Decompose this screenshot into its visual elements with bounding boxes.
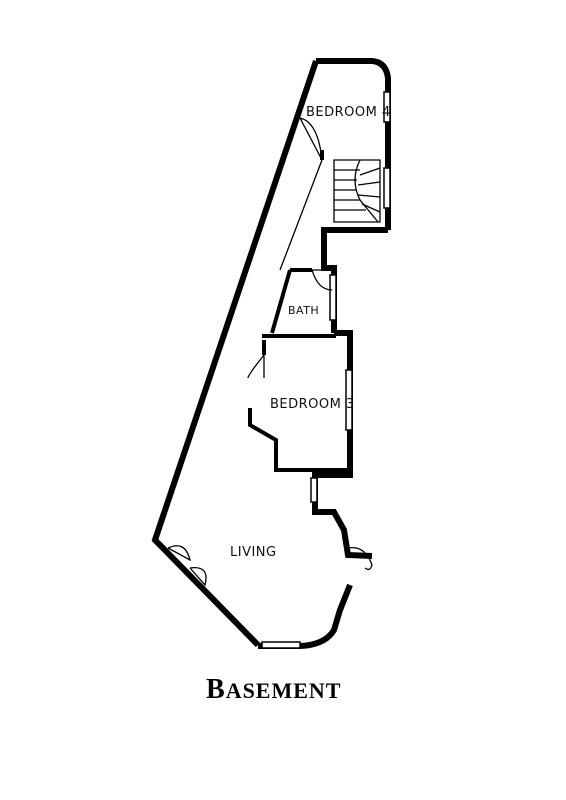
bath-left-wall — [270, 269, 292, 334]
door-bedroom3 — [247, 354, 265, 379]
living-bay-wall — [258, 583, 353, 649]
interior-walls — [248, 150, 350, 472]
plan-title-rest: ASEMENT — [226, 678, 342, 703]
room-label-bath: BATH — [288, 304, 319, 317]
room-label-bedroom3: BEDROOM 3 — [270, 397, 355, 412]
door-bedroom4 — [299, 117, 323, 161]
window-bedroom3 — [345, 369, 353, 431]
living-right-wall — [312, 505, 373, 559]
room-label-bedroom4: BEDROOM 4 — [306, 105, 391, 120]
windows — [261, 91, 391, 649]
window-living-bottom — [261, 641, 301, 649]
stair-tread — [357, 194, 381, 198]
door-bath — [311, 269, 333, 291]
stair-tread — [357, 181, 381, 186]
door-bay — [347, 546, 373, 571]
bath-right-wall — [312, 330, 353, 505]
window-bedroom4 — [383, 91, 391, 123]
plan-title-initial: B — [206, 674, 226, 705]
stair-tread — [359, 167, 381, 176]
plan-title: BASEMENT — [206, 674, 341, 705]
top-wall — [316, 58, 391, 230]
door-living-double — [167, 545, 207, 587]
window-bath — [329, 274, 337, 321]
window-corridor — [310, 477, 318, 503]
room-label-living: LIVING — [230, 545, 277, 560]
bedroom3-lower-left-wall — [248, 408, 350, 472]
door-corridor-long — [279, 159, 323, 271]
staircase — [333, 159, 381, 223]
stair-outline — [333, 159, 381, 223]
outer-walls — [151, 58, 391, 649]
window-stair — [383, 167, 391, 209]
diagonal-wall — [151, 60, 319, 648]
stair-tread — [361, 203, 381, 213]
doors — [167, 117, 373, 587]
